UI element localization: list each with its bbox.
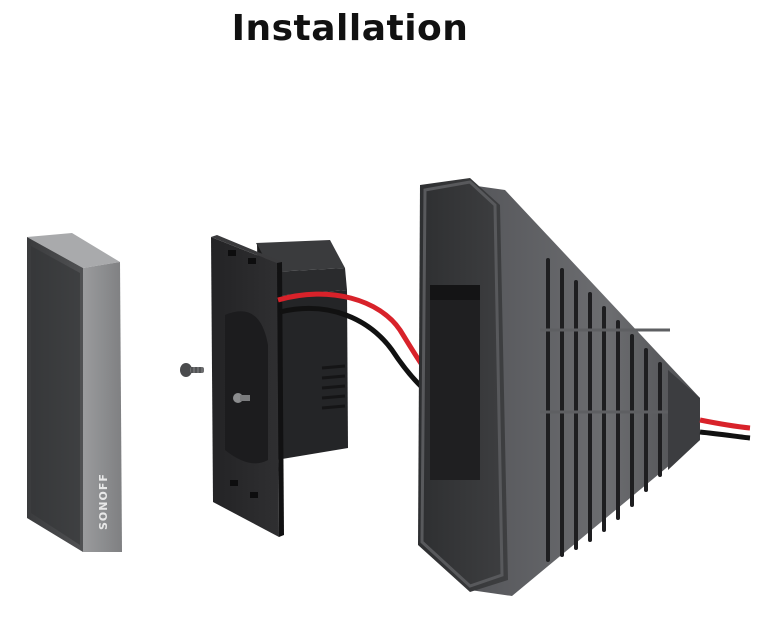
page-title: Installation [231, 8, 469, 49]
front-panel-top [27, 233, 120, 268]
mounting-plate [211, 235, 284, 537]
junction-box-cone [470, 185, 700, 596]
cable [699, 417, 751, 441]
junction-box-vents [546, 258, 662, 562]
brand-mark: SONOFF [97, 473, 110, 530]
front-panel-side [83, 262, 122, 552]
screw [180, 363, 204, 377]
junction-box-rings [540, 328, 670, 414]
relay-vents [321, 364, 346, 410]
junction-box [418, 178, 700, 596]
junction-box-opening [430, 285, 480, 480]
front-panel: SONOFF [27, 233, 122, 552]
